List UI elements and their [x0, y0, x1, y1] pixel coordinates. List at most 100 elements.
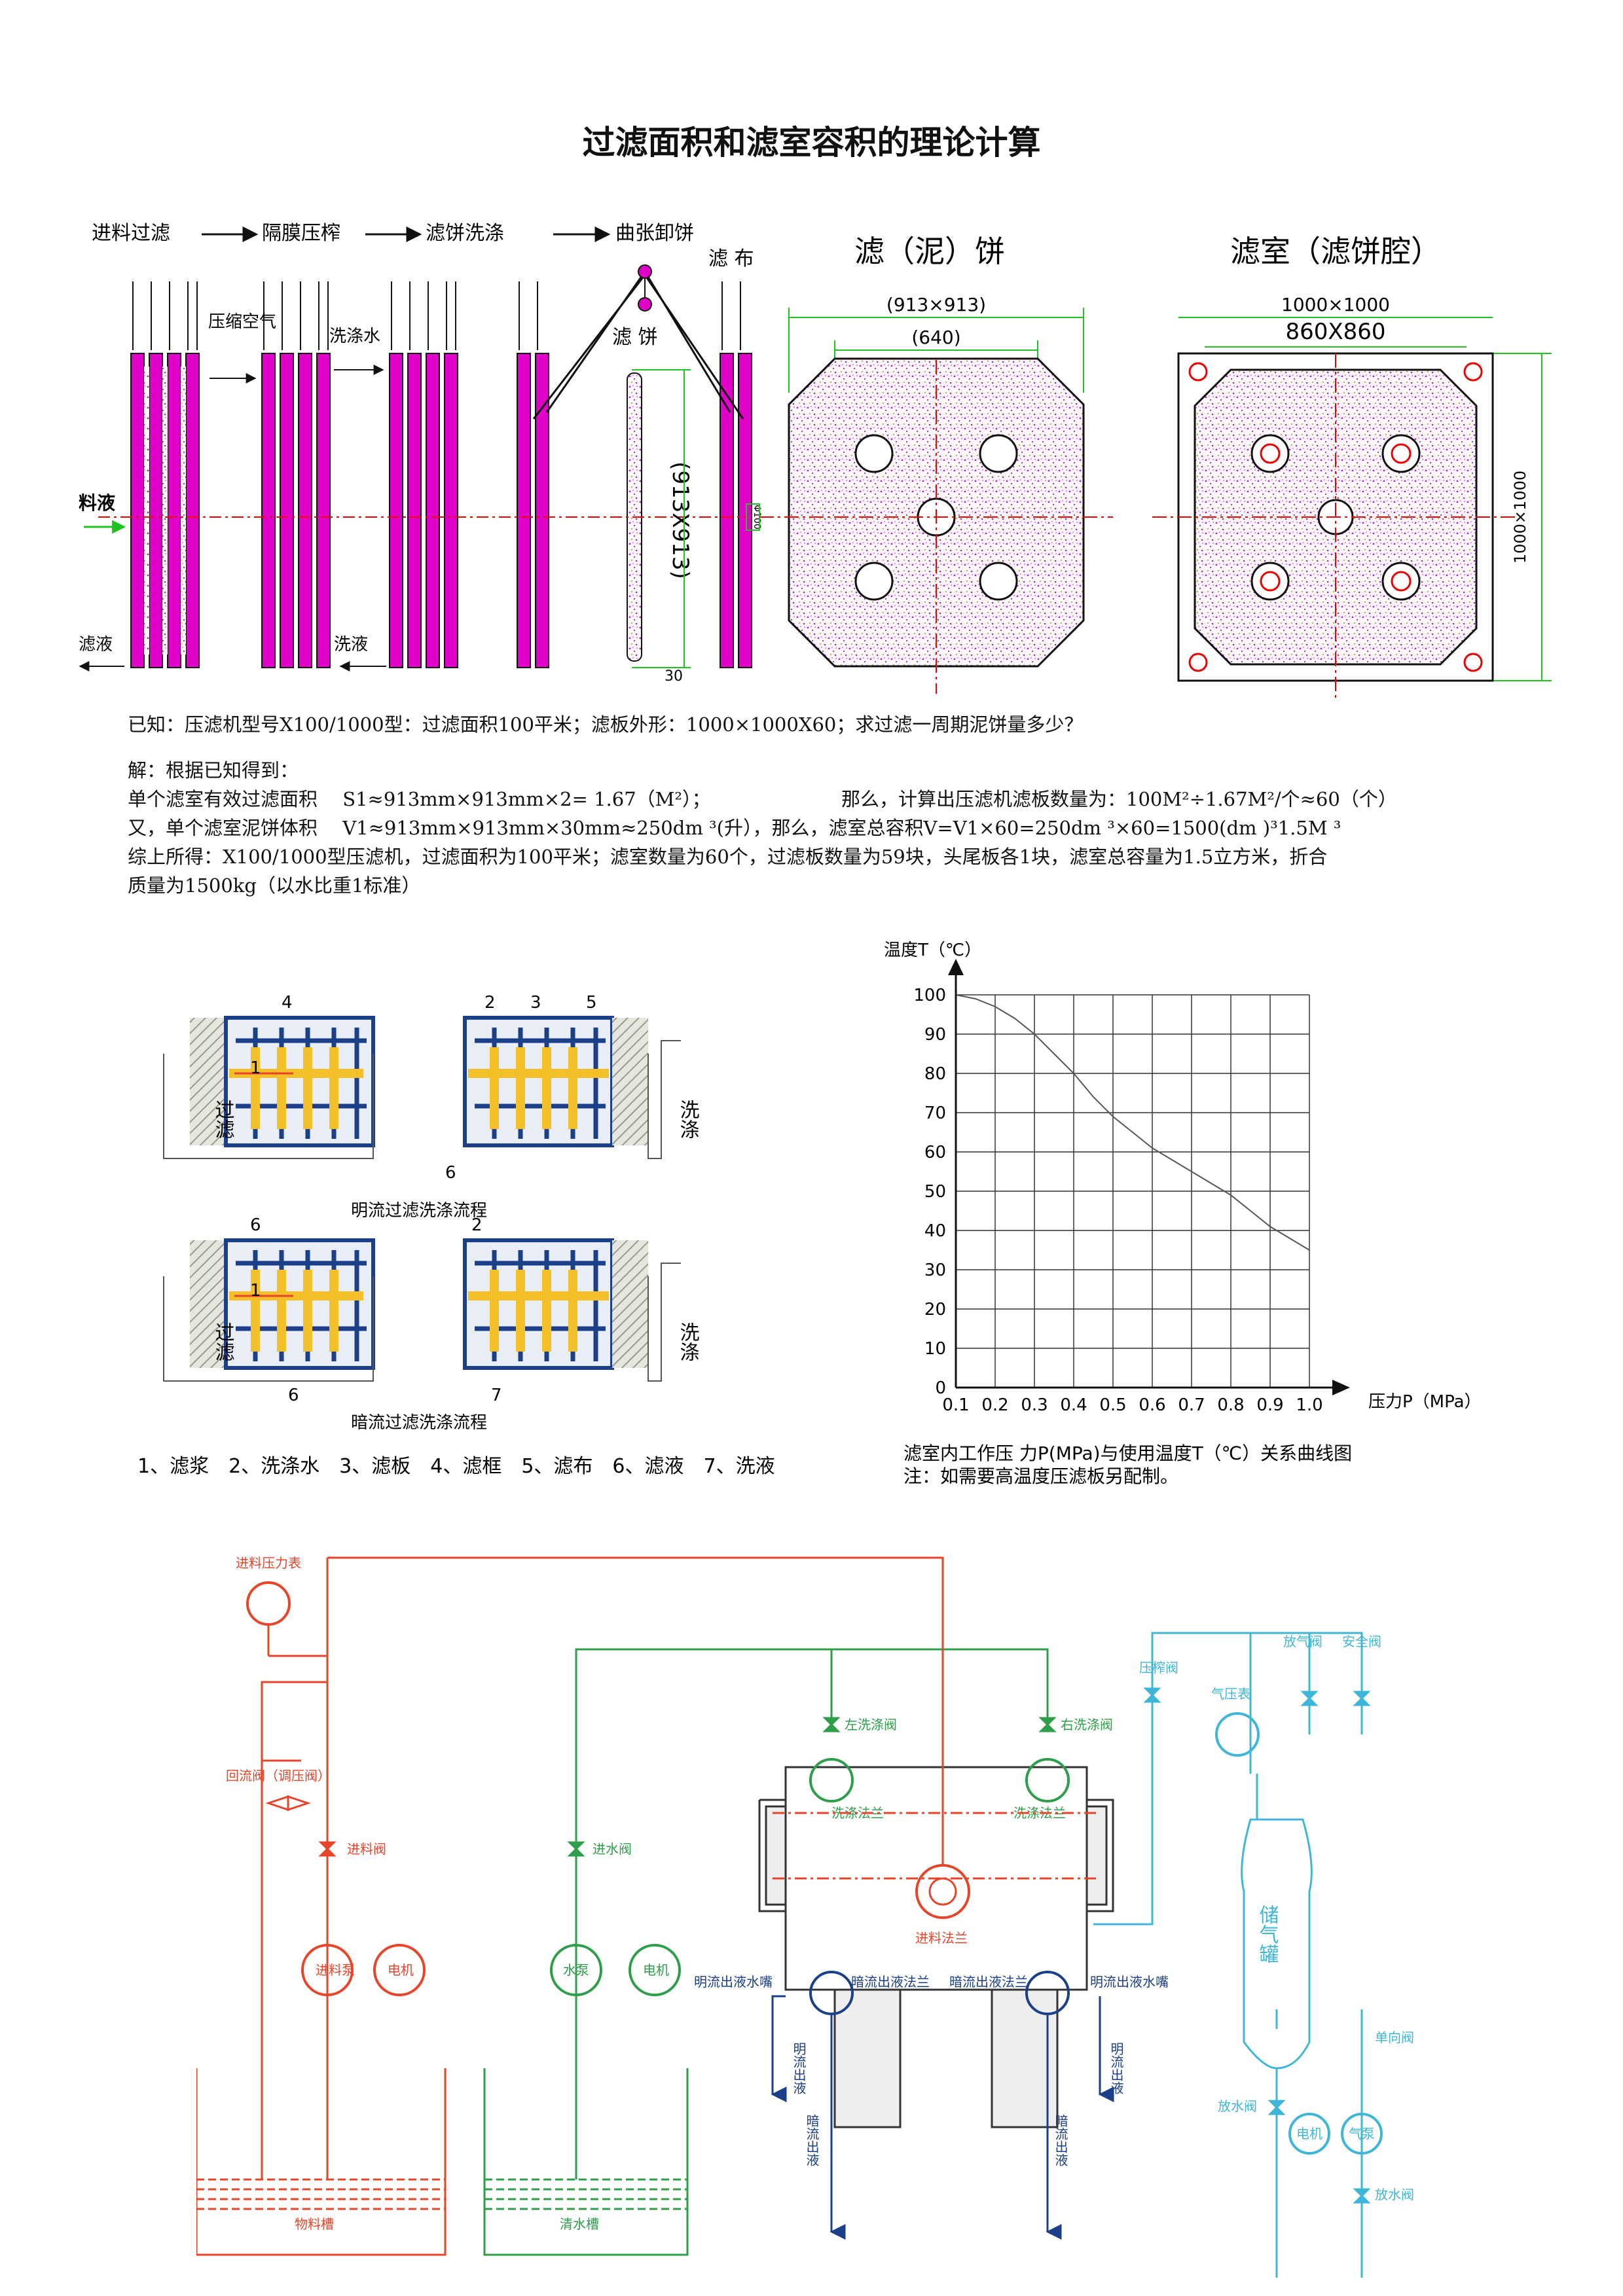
- label-dark-flange-right: 暗流出液法兰: [949, 1974, 1028, 1990]
- dark-flow-title: 暗流过滤洗涤流程: [351, 1413, 487, 1433]
- label-air-pump: 气泵: [1349, 2126, 1375, 2142]
- callout-num: 2: [484, 993, 496, 1013]
- side-label-filter: 过滤: [211, 1322, 234, 1361]
- y-tick-label: 10: [924, 1339, 946, 1359]
- y-tick-label: 70: [924, 1103, 946, 1123]
- label-filtrate-1: 滤液: [79, 635, 113, 655]
- x-tick-label: 0.3: [1021, 1395, 1048, 1415]
- chart-grid: [955, 994, 1310, 1388]
- chamber-dim-inner: 860X860: [1285, 319, 1385, 345]
- filter-press-diagram: 进料过滤 隔膜压榨 滤饼洗涤 曲张卸饼: [79, 222, 1552, 700]
- chart-xlabel: 压力P（MPa）: [1368, 1392, 1482, 1412]
- callout-num: 1: [250, 1058, 261, 1078]
- label-wash-water: 洗涤水: [329, 327, 380, 346]
- label-open-nozzle-left: 明流出液水嘴: [694, 1974, 773, 1990]
- step-discharge: 曲张卸饼: [615, 222, 694, 245]
- label-cake: 滤 饼: [612, 326, 658, 349]
- y-tick-label: 60: [924, 1143, 946, 1162]
- label-liquid-in: 料液: [79, 492, 115, 514]
- y-tick-label: 100: [913, 986, 946, 1005]
- wash-flow-diagram: 4 2 3 5 1 6 6 2 1 6 7 过滤 洗涤 过滤 洗涤 明流过滤洗涤…: [137, 993, 775, 1478]
- x-tick-label: 0.4: [1060, 1395, 1087, 1415]
- chamber-title: 滤室（滤饼腔）: [1230, 234, 1441, 269]
- calc-line-1a: 单个滤室有效过滤面积 S1≈913mm×913mm×2= 1.67（M²）；: [128, 788, 711, 810]
- label-cake-dim: (913X913): [667, 461, 693, 579]
- air-circuit: [1093, 1632, 1383, 2278]
- label-air-motor: 电机: [1296, 2126, 1322, 2142]
- x-tick-label: 0.1: [942, 1395, 969, 1415]
- label-feed-pump: 进料泵: [316, 1962, 355, 1978]
- label-press-valve: 压榨阀: [1139, 1660, 1178, 1676]
- calculation-text: 已知：压滤机型号X100/1000型：过滤面积100平米；滤板外形：1000×1…: [128, 710, 1516, 900]
- label-dark-flange-left: 暗流出液法兰: [851, 1974, 930, 1990]
- callout-num: 6: [288, 1386, 299, 1405]
- piping-diagram: 进料压力表 回流阀（调压阀） 进料阀 进料泵 电机 物料槽 进水阀 水泵 电机 …: [196, 1555, 1414, 2278]
- label-vent-valve: 放气阀: [1283, 1634, 1322, 1649]
- y-tick-label: 20: [924, 1300, 946, 1319]
- label-compressed-air: 压缩空气: [208, 312, 276, 332]
- label-right-wash-valve: 右洗涤阀: [1061, 1717, 1113, 1732]
- chart-caption: 滤室内工作压 力P(MPa)与使用温度T（℃）关系曲线图: [903, 1443, 1352, 1464]
- filter-plates: [98, 264, 752, 668]
- label-thickness: 30: [665, 668, 683, 685]
- label-feed-tank: 物料槽: [295, 2216, 334, 2232]
- label-open-nozzle-right: 明流出液水嘴: [1090, 1974, 1169, 1990]
- label-left-wash-valve: 左洗涤阀: [845, 1717, 897, 1732]
- page-title: 过滤面积和滤室容积的理论计算: [582, 124, 1041, 162]
- label-drain-valve-right: 放水阀: [1375, 2187, 1414, 2202]
- label-cloth: 滤 布: [708, 247, 754, 270]
- x-tick-label: 0.6: [1139, 1395, 1165, 1415]
- label-water-tank: 清水槽: [560, 2216, 599, 2232]
- filter-press-body: [758, 1610, 1114, 2128]
- step-membrane: 隔膜压榨: [262, 222, 340, 245]
- y-tick-label: 0: [935, 1378, 946, 1398]
- y-tick-label: 90: [924, 1025, 946, 1045]
- chart-ylabel: 温度T（℃）: [884, 941, 981, 960]
- cake-dim-inner: (640): [911, 327, 960, 348]
- y-tick-label: 30: [924, 1261, 946, 1280]
- series-line: [955, 994, 1310, 1251]
- x-tick-label: 0.5: [1099, 1395, 1126, 1415]
- step-feed: 进料过滤: [92, 222, 170, 245]
- open-flow-left: [190, 1016, 375, 1147]
- callout-num: 1: [250, 1281, 261, 1300]
- x-axis-arrow: [1332, 1380, 1350, 1395]
- calc-line-2: 又，单个滤室泥饼体积 V1≈913mm×913mm×30mm≈250dm ³(升…: [128, 817, 1341, 839]
- y-tick-label: 80: [924, 1064, 946, 1084]
- callout-num: 7: [491, 1386, 502, 1405]
- wash-legend: 1、滤浆 2、洗涤水 3、滤板 4、滤框 5、滤布 6、滤液 7、洗液: [137, 1455, 775, 1478]
- side-label-wash: 洗涤: [676, 1322, 699, 1361]
- side-label-wash: 洗涤: [676, 1100, 699, 1139]
- label-water-valve: 进水阀: [593, 1841, 632, 1857]
- label-air-tank: 储气罐: [1256, 1905, 1279, 1964]
- chart-note: 注：如需要高温度压滤板另配制。: [903, 1465, 1178, 1487]
- plate-group-4: [517, 264, 752, 668]
- open-flow-right: [463, 1016, 648, 1147]
- label-motor: 电机: [388, 1962, 414, 1978]
- callout-num: 6: [250, 1215, 261, 1235]
- label-feed-valve: 进料阀: [347, 1841, 386, 1857]
- label-return-valve: 回流阀（调压阀）: [226, 1768, 331, 1784]
- x-tick-label: 1.0: [1296, 1395, 1322, 1415]
- label-dark-out-left: 暗流出液: [804, 2114, 820, 2166]
- label-air-gauge: 气压表: [1211, 1686, 1250, 1702]
- callout-num: 2: [471, 1215, 483, 1235]
- callout-num: 6: [445, 1163, 456, 1183]
- solution-head: 解：根据已知得到：: [128, 759, 299, 781]
- label-open-out-right: 明流出液: [1108, 2042, 1124, 2094]
- calc-line-4: 质量为1500kg（以水比重1标准）: [128, 874, 421, 897]
- chamber-dim-outer: 1000×1000: [1281, 294, 1390, 315]
- plate-group-3: [389, 281, 458, 668]
- x-tick-label: 0.8: [1217, 1395, 1244, 1415]
- feed-circuit: [196, 1556, 944, 2256]
- label-safety-valve: 安全阀: [1342, 1634, 1381, 1649]
- cake-dim-outer: (913×913): [886, 294, 986, 315]
- x-tick-label: 0.9: [1256, 1395, 1283, 1415]
- label-check-valve: 单向阀: [1375, 2030, 1414, 2045]
- label-drain-valve-left: 放水阀: [1218, 2098, 1257, 2114]
- cake-title: 滤（泥）饼: [854, 234, 1005, 269]
- y-tick-label: 50: [924, 1182, 946, 1202]
- label-motor: 电机: [643, 1962, 669, 1978]
- callout-num: 3: [530, 993, 541, 1013]
